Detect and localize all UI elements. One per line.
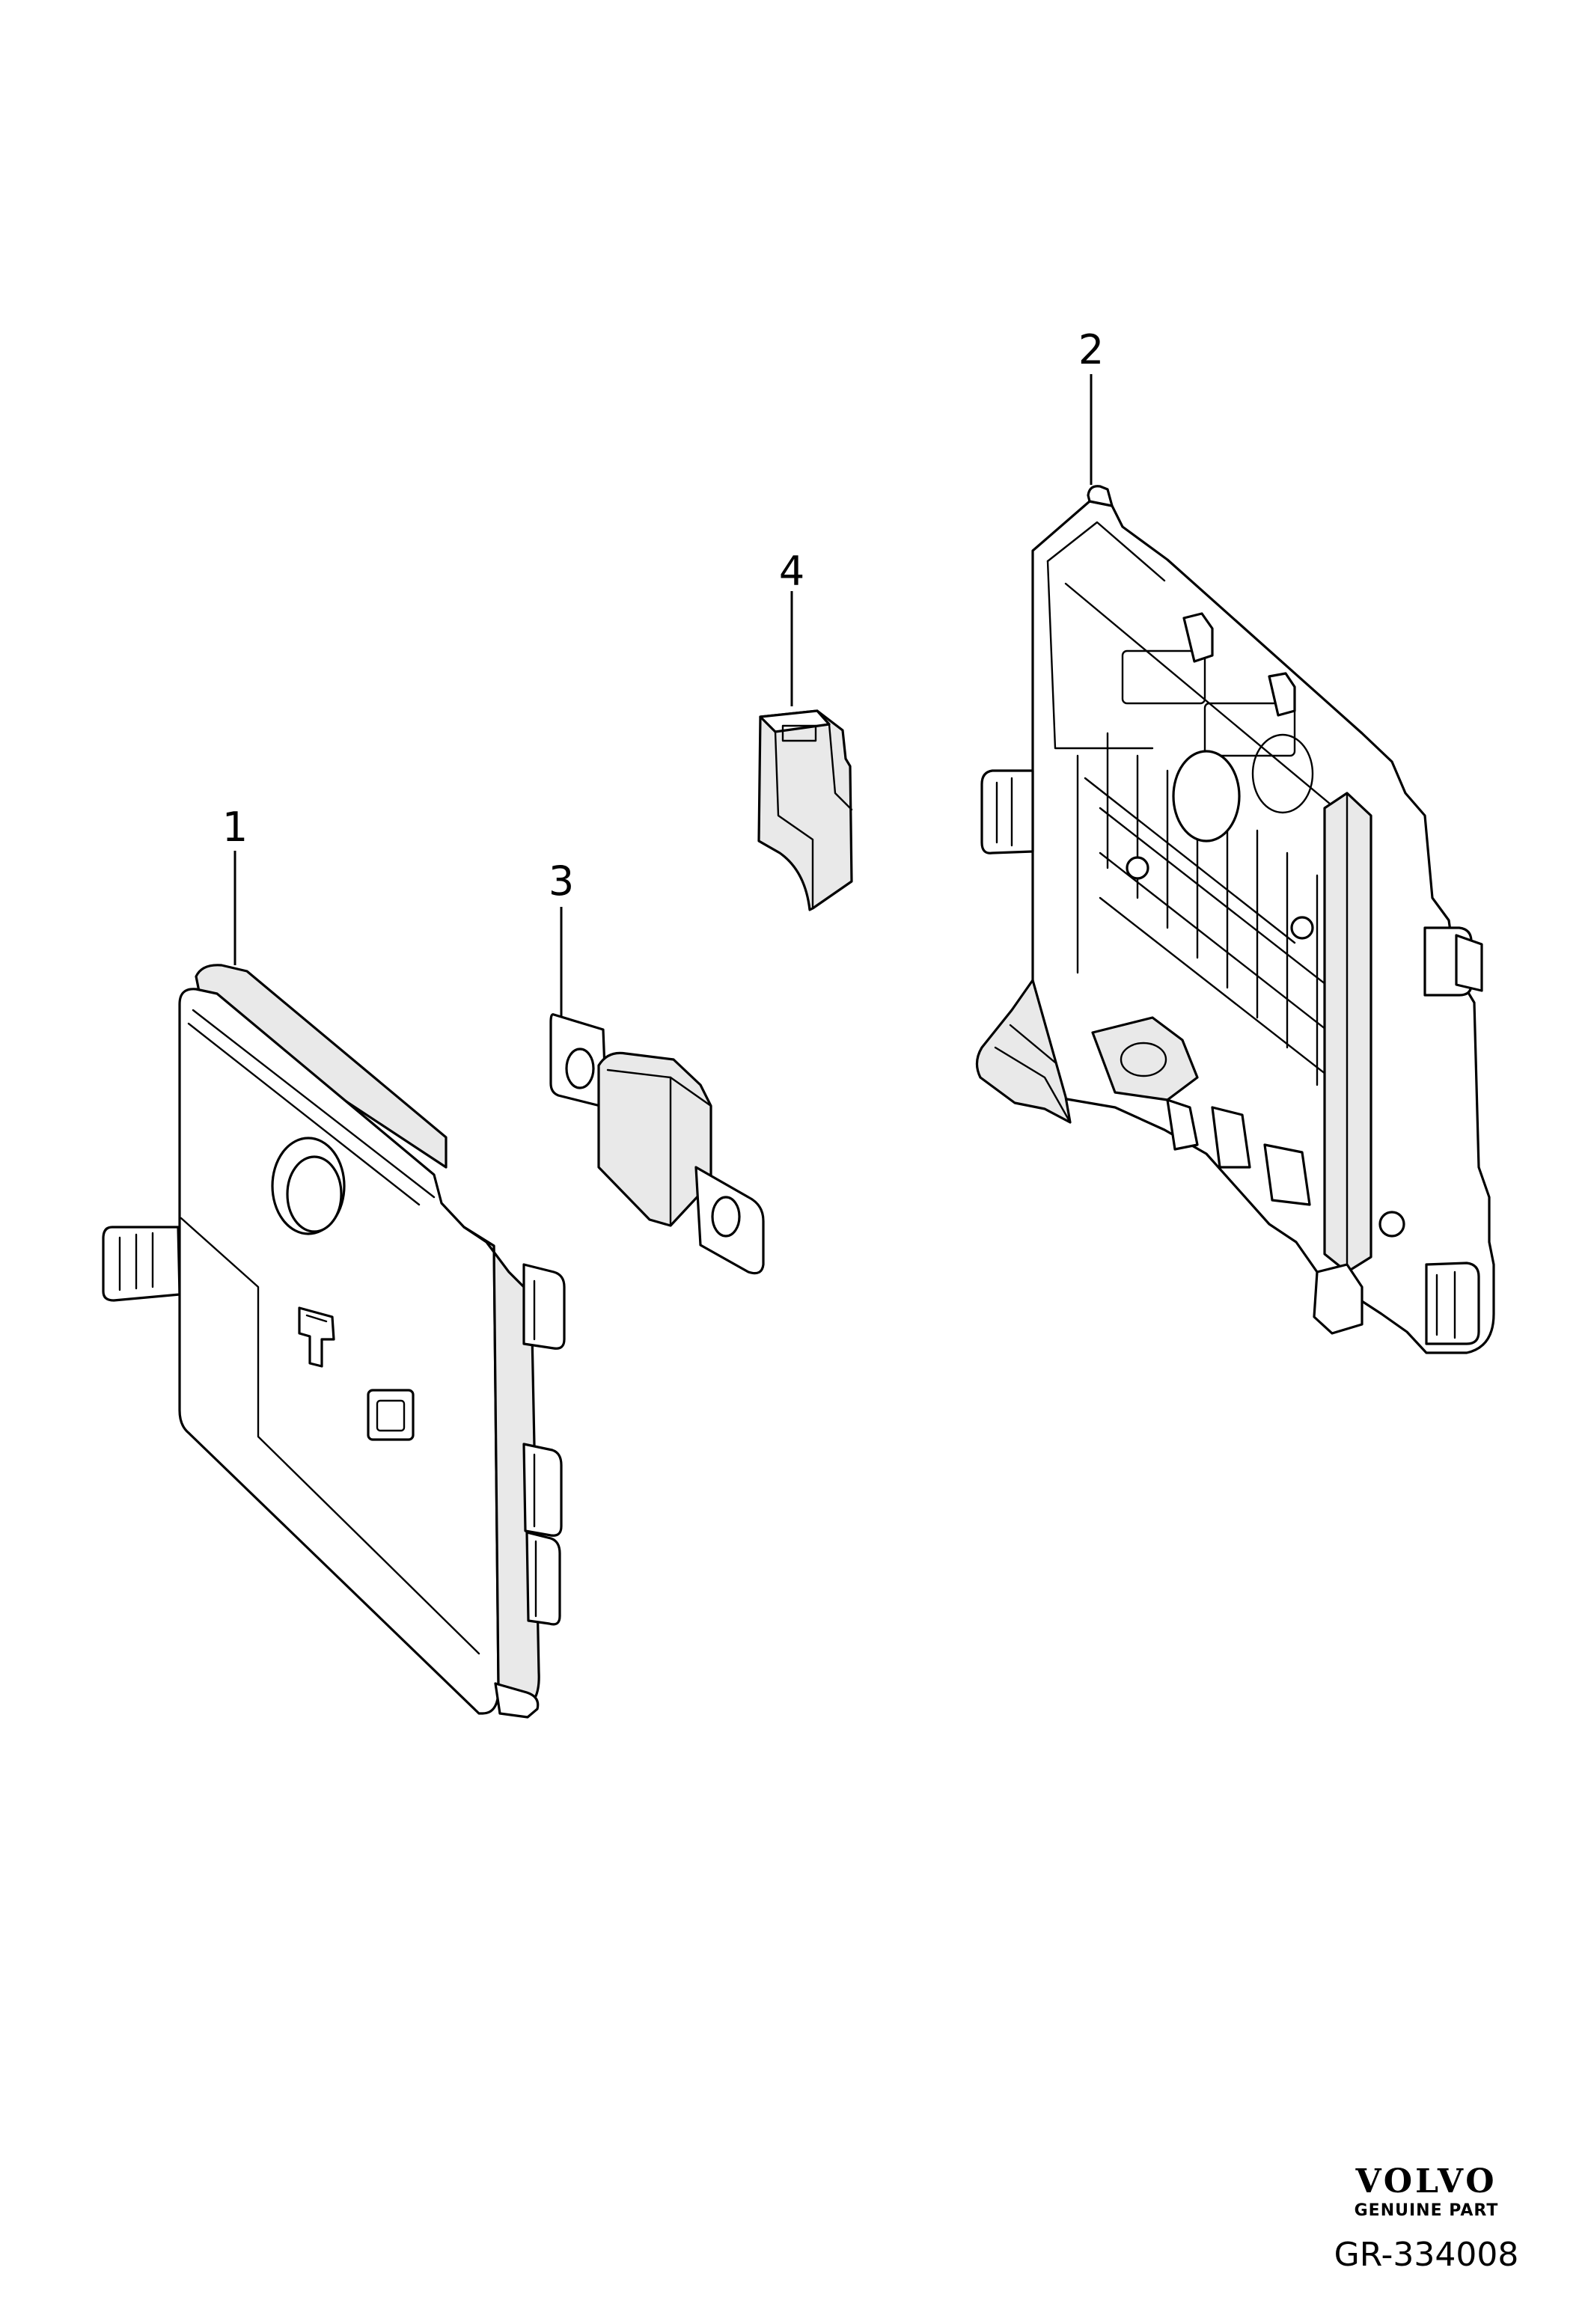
genuine-part-tagline: GENUINE PART — [1354, 2201, 1499, 2220]
callout-1: 1 — [222, 804, 248, 851]
part-4-fuse-cap[interactable] — [757, 709, 853, 911]
callout-2: 2 — [1078, 326, 1104, 373]
brand-block: VOLVO GENUINE PART GR-334008 — [1329, 2164, 1524, 2278]
part-1-fuse-box-cover[interactable] — [102, 964, 566, 1719]
reference-code: GR-334008 — [1334, 2236, 1519, 2274]
part-3-midi-fuse[interactable] — [549, 1013, 765, 1275]
part-2-fuse-box-housing[interactable] — [975, 485, 1495, 1354]
callout-4: 4 — [779, 548, 804, 595]
callout-3: 3 — [549, 857, 574, 905]
volvo-logo-wordmark: VOLVO — [1355, 2162, 1497, 2201]
